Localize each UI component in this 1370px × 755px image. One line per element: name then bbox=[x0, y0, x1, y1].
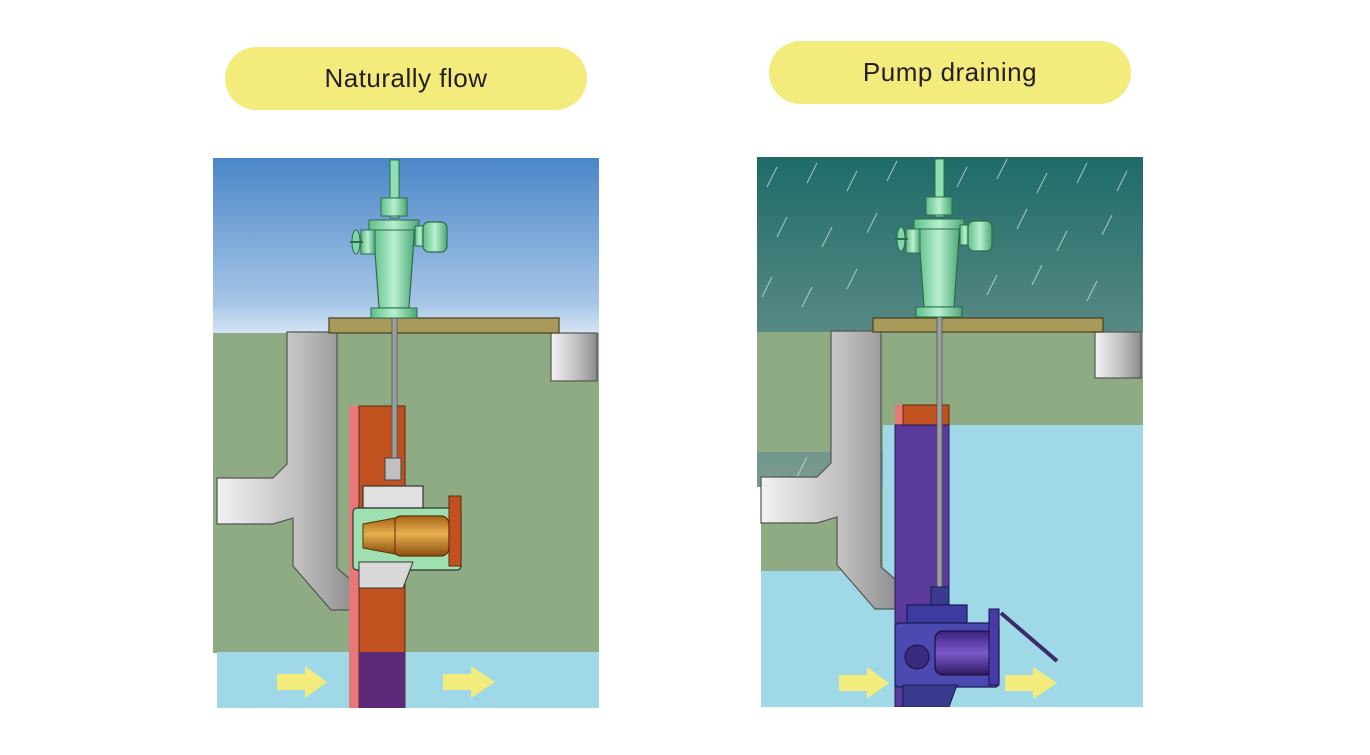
actuator-top-rod bbox=[389, 159, 400, 219]
deck bbox=[328, 317, 560, 334]
actuator-stem bbox=[936, 316, 943, 588]
actuator bbox=[905, 196, 971, 318]
label-naturally-flow-text: Naturally flow bbox=[324, 63, 488, 93]
flow-arrow-icon bbox=[839, 667, 889, 699]
motor-icon bbox=[967, 220, 993, 252]
channel-wall-block bbox=[1094, 331, 1142, 379]
gate-slab-submerged bbox=[359, 652, 405, 708]
label-pump-draining-text: Pump draining bbox=[862, 57, 1038, 87]
motor-icon bbox=[422, 221, 448, 253]
outlet-wall bbox=[760, 330, 903, 610]
flow-arrow-icon bbox=[443, 666, 495, 698]
handwheel-icon bbox=[350, 229, 363, 255]
actuator bbox=[360, 197, 426, 319]
channel-wall-block bbox=[550, 332, 598, 382]
deck bbox=[872, 317, 1104, 333]
label-pump-draining: Pump draining bbox=[769, 41, 1131, 104]
diagram-naturally-flow bbox=[213, 158, 599, 708]
outlet-wall bbox=[216, 331, 359, 611]
handwheel-icon bbox=[895, 226, 908, 252]
actuator-top-rod bbox=[934, 158, 945, 218]
label-naturally-flow: Naturally flow bbox=[225, 47, 587, 110]
water-channel bbox=[217, 652, 599, 708]
diagram-pump-draining bbox=[757, 157, 1143, 707]
actuator-stem bbox=[391, 317, 398, 459]
flow-arrow-icon bbox=[277, 666, 327, 698]
pump-assembly bbox=[352, 457, 462, 589]
pump-assembly bbox=[894, 586, 1059, 707]
flow-arrow-icon bbox=[1005, 667, 1057, 699]
